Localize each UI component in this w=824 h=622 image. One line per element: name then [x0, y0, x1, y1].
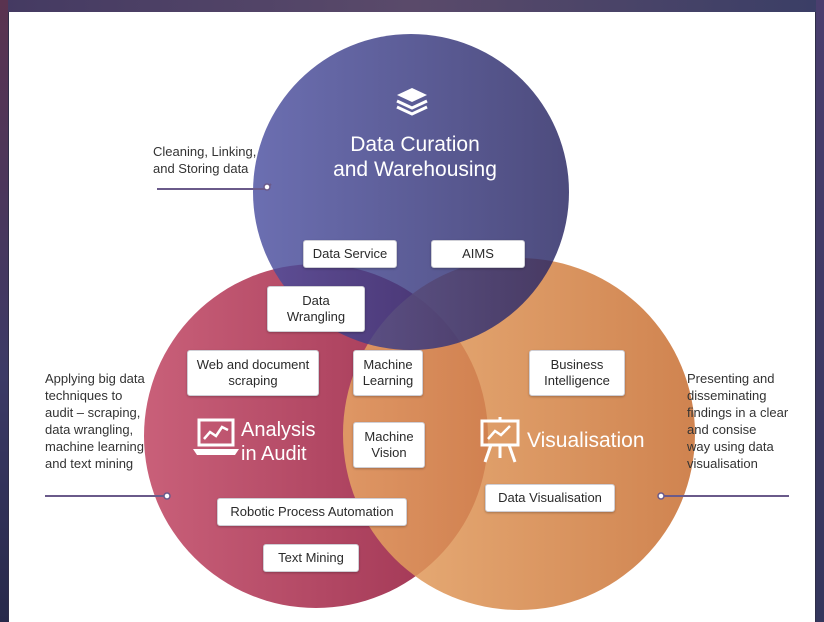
data-visualisation-box: Data Visualisation: [485, 484, 615, 512]
note-right-line: Presenting and: [687, 371, 775, 386]
connector-right-dot: [657, 492, 665, 500]
note-right: Presenting and disseminating findings in…: [687, 370, 807, 472]
note-left-line: and text mining: [45, 456, 134, 471]
laptop-chart-icon: [193, 418, 239, 455]
machine-vision-box: Machine Vision: [353, 422, 425, 468]
data-curation-title: Data Curation and Warehousing: [315, 132, 515, 182]
note-left-line: machine learning: [45, 439, 145, 454]
layers-icon: [396, 88, 428, 116]
note-top-line: Cleaning, Linking,: [153, 144, 257, 159]
machine-learning-box: Machine Learning: [353, 350, 423, 396]
note-left-line: audit – scraping,: [45, 405, 141, 420]
note-right-line: findings in a clear: [687, 405, 789, 420]
text-mining-box: Text Mining: [263, 544, 359, 572]
note-left-line: techniques to: [45, 388, 123, 403]
background-strip-right: [816, 0, 824, 622]
connector-top-dot: [263, 183, 271, 191]
rpa-box: Robotic Process Automation: [217, 498, 407, 526]
note-right-line: visualisation: [687, 456, 758, 471]
note-right-line: disseminating: [687, 388, 767, 403]
note-left-line: Applying big data: [45, 371, 145, 386]
machine-learning-line1: Machine: [363, 357, 413, 372]
circle-data-curation: [253, 34, 569, 350]
background-strip-left: [0, 0, 8, 622]
business-intelligence-line2: Intelligence: [544, 373, 610, 388]
diagram-canvas: Data Curation and Warehousing Analysis i…: [9, 12, 815, 622]
presentation-board-icon: [480, 417, 520, 463]
analysis-title-line1: Analysis: [241, 419, 316, 441]
data-wrangling-line1: Data: [302, 293, 330, 308]
note-top: Cleaning, Linking, and Storing data: [153, 143, 273, 177]
web-scraping-box: Web and document scraping: [187, 350, 319, 396]
note-left: Applying big data techniques to audit – …: [45, 370, 175, 472]
business-intelligence-box: Business Intelligence: [529, 350, 625, 396]
aims-box: AIMS: [431, 240, 525, 268]
data-curation-title-line1: Data Curation: [350, 133, 480, 156]
web-scraping-line2: scraping: [228, 373, 278, 388]
data-wrangling-box: Data Wrangling: [267, 286, 365, 332]
note-right-line: and consise: [687, 422, 757, 437]
data-wrangling-line2: Wrangling: [286, 309, 346, 324]
connector-left-dot: [163, 492, 171, 500]
data-curation-title-line2: and Warehousing: [333, 158, 497, 182]
note-top-line: and Storing data: [153, 161, 249, 176]
background-strip-top: [0, 0, 824, 12]
machine-vision-line1: Machine: [364, 429, 414, 444]
data-service-box: Data Service: [303, 240, 397, 268]
visualisation-title: Visualisation: [527, 429, 645, 452]
note-left-line: data wrangling,: [45, 422, 134, 437]
machine-vision-line2: Vision: [371, 445, 407, 460]
machine-learning-line2: Learning: [362, 373, 414, 388]
business-intelligence-line1: Business: [550, 357, 604, 372]
note-right-line: way using data: [687, 439, 774, 454]
web-scraping-line1: Web and document: [196, 357, 310, 372]
analysis-title-line2: in Audit: [241, 443, 307, 465]
analysis-title: Analysis in Audit: [241, 418, 331, 466]
